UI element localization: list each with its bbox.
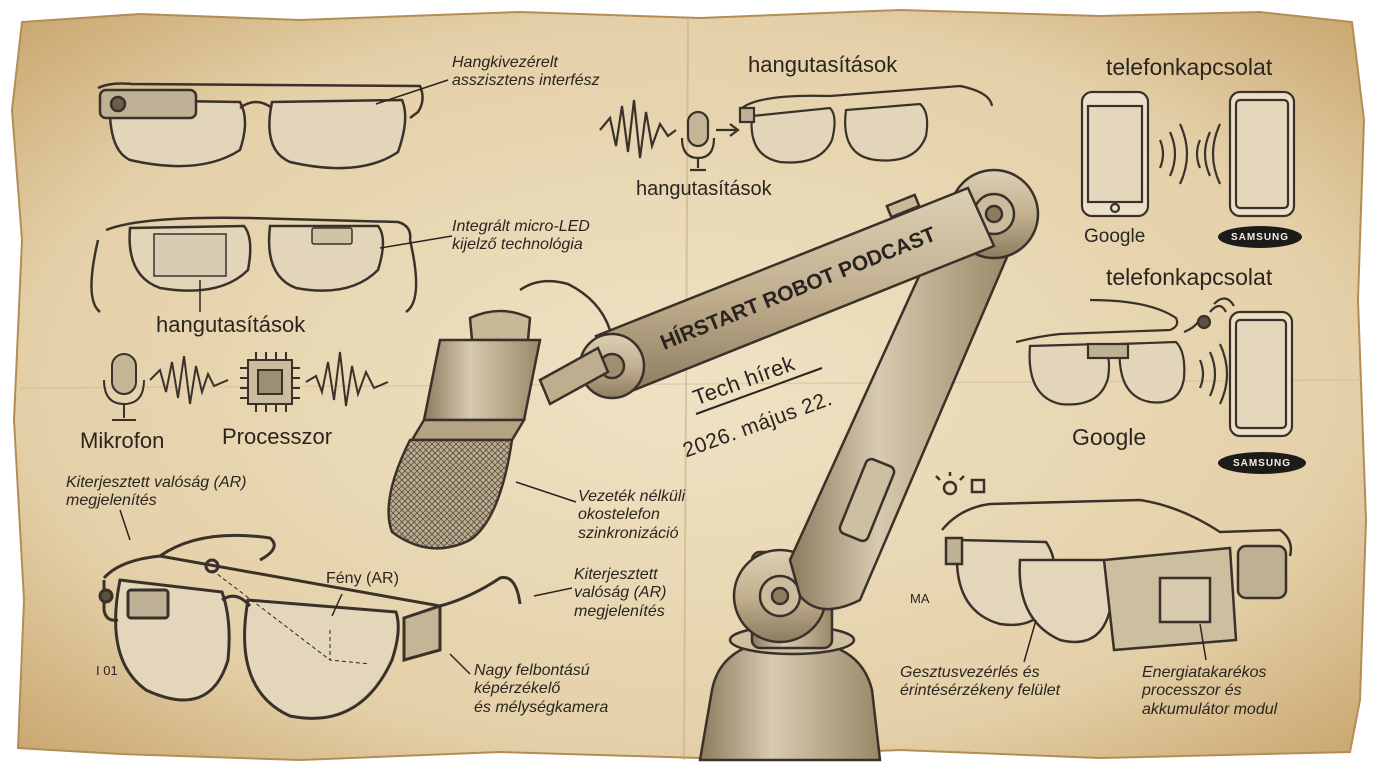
podcast-microphone <box>387 309 542 550</box>
brand-google-mid: Google <box>1072 424 1147 450</box>
label-ar-display-mid-line1: Kiterjesztett <box>574 566 658 583</box>
phone-link-mid <box>1015 297 1294 438</box>
label-voice-commands-mic: hangutasítások <box>636 178 772 200</box>
label-voice-assistant-line1: Hangkivezérelt <box>452 54 558 71</box>
label-gesture: Gesztusvezérlés és érintésérzékeny felül… <box>900 664 1060 701</box>
robot-arm <box>474 168 1040 762</box>
label-microphone: Mikrofon <box>80 428 165 453</box>
label-camera-line2: képérzékelő <box>474 680 561 698</box>
paper-fold <box>683 17 689 761</box>
brand-google-top: Google <box>1084 226 1146 247</box>
label-voice-assistant: Hangkivezérelt asszisztens interfész <box>452 54 600 91</box>
mic-processor-diagram <box>103 351 389 421</box>
label-wireless-sync: Vezeték nélküli okostelefon szinkronizác… <box>578 488 685 543</box>
label-microled-line1: Integrált micro-LED <box>452 218 590 235</box>
label-ar-display-left-line1: Kiterjesztett valóság (AR) <box>66 474 247 491</box>
glasses-ar-display <box>98 533 522 720</box>
label-microled: Integrált micro-LED kijelző technológia <box>452 218 590 255</box>
phone-link-top <box>1080 90 1296 218</box>
label-gesture-line2: érintésérzékeny felület <box>900 682 1061 700</box>
label-wireless-sync-line1: Vezeték nélküli <box>578 488 686 505</box>
brand-samsung-top: SAMSUNG <box>1218 226 1302 248</box>
label-voice-commands-left: hangutasítások <box>156 312 306 337</box>
glasses-voice-assistant <box>97 82 424 170</box>
label-battery-line2: processzor és <box>1142 682 1242 700</box>
label-ar-display-mid: Kiterjesztett valóság (AR) megjelenítés <box>574 566 666 621</box>
label-ar-display-mid-line2: valóság (AR) <box>574 584 667 602</box>
label-ar-display-left: Kiterjesztett valóság (AR) megjelenítés <box>66 474 247 511</box>
label-ma: MA <box>910 591 930 606</box>
label-camera-line3: és mélységkamera <box>474 698 609 716</box>
subtitle-underline <box>695 367 823 415</box>
label-io: I 01 <box>96 663 118 678</box>
label-voice-assistant-line2: asszisztens interfész <box>452 72 600 90</box>
label-camera-line1: Nagy felbontású <box>474 662 590 679</box>
leader-lines <box>119 79 1207 675</box>
label-processor: Processzor <box>222 424 333 449</box>
label-gesture-line1: Gesztusvezérlés és <box>900 664 1040 681</box>
glasses-microled <box>90 216 418 314</box>
brand-samsung-mid: SAMSUNG <box>1218 452 1306 474</box>
glasses-gesture-battery <box>935 472 1293 652</box>
label-wireless-sync-line3: szinkronizáció <box>578 524 679 542</box>
label-battery: Energiatakarékos processzor és akkumulát… <box>1142 664 1277 719</box>
label-battery-line1: Energiatakarékos <box>1142 664 1267 681</box>
label-ar-display-left-line2: megjelenítés <box>66 492 157 510</box>
label-microled-line2: kijelző technológia <box>452 236 583 254</box>
label-phone-link-top: telefonkapcsolat <box>1106 54 1273 80</box>
label-battery-line3: akkumulátor modul <box>1142 700 1278 718</box>
label-voice-commands-top: hangutasítások <box>748 52 898 77</box>
label-ar-display-mid-line3: megjelenítés <box>574 602 665 620</box>
ar-light-path <box>211 569 371 665</box>
label-wireless-sync-line2: okostelefon <box>578 506 660 524</box>
glasses-voice-commands <box>599 84 994 172</box>
label-light-ar: Fény (AR) <box>326 570 399 587</box>
label-camera: Nagy felbontású képérzékelő és mélységka… <box>474 662 608 717</box>
label-phone-link-mid: telefonkapcsolat <box>1106 264 1273 290</box>
